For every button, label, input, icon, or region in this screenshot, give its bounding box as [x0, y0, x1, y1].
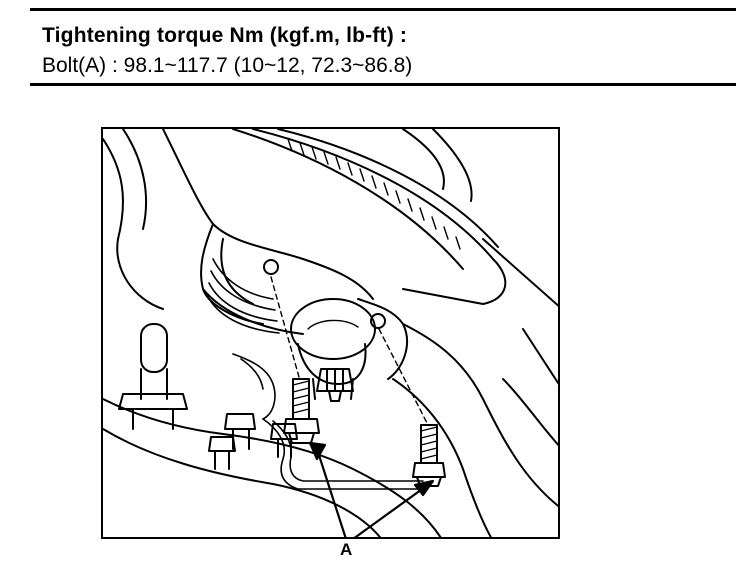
- suspension-illustration: [101, 127, 560, 539]
- ball-joint-boot: [206, 258, 280, 334]
- bolt-a-left[interactable]: [283, 378, 320, 444]
- bolt-callout-label: A: [340, 540, 353, 559]
- bolt-torque-value: Bolt(A) : 98.1~117.7 (10~12, 72.3~86.8): [42, 54, 413, 77]
- line-drawing: [103, 129, 558, 537]
- bolt-a-right[interactable]: [412, 424, 446, 487]
- callout-leaders: [308, 441, 435, 537]
- lower-arm: [103, 238, 558, 537]
- torque-spec-title: Tightening torque Nm (kgf.m, lb-ft) :: [42, 24, 408, 47]
- brake-disc: [232, 129, 507, 305]
- castle-nut: [316, 368, 354, 402]
- bracket-bolts: [208, 413, 298, 470]
- stabilizer-link: [118, 323, 188, 430]
- torque-spec-box: Tightening torque Nm (kgf.m, lb-ft) : Bo…: [30, 8, 736, 86]
- ball-joint: [290, 298, 376, 400]
- installation-guide-lines: [270, 276, 428, 424]
